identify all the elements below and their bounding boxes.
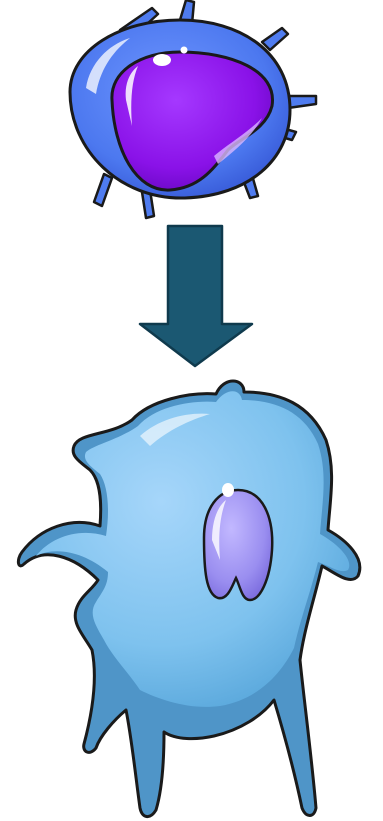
macrophage-cell-icon bbox=[18, 381, 359, 817]
macrophage-gloss-dot bbox=[222, 483, 234, 497]
monocyte-cell-icon bbox=[70, 0, 316, 218]
monocyte-gloss-dot bbox=[153, 54, 171, 66]
down-arrow-icon bbox=[140, 226, 252, 366]
monocyte-gloss-dot-small bbox=[181, 47, 188, 54]
